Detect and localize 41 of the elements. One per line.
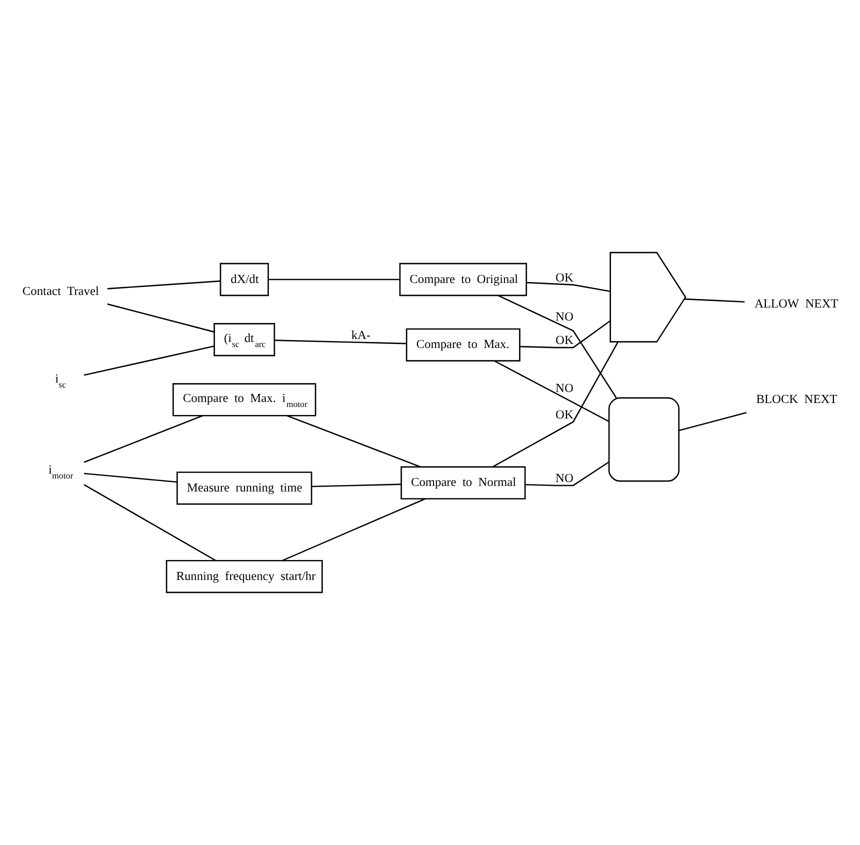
connector: [312, 484, 401, 488]
node-box: Compare to Max. i$_{motor}$: [172, 383, 316, 416]
edge-label: NO: [556, 471, 574, 486]
node-box: Compare to Normal: [400, 466, 526, 500]
connector: [107, 303, 214, 333]
edge-label: OK: [556, 270, 574, 284]
node-text: BLOCK NEXT: [756, 392, 838, 406]
connector: [498, 294, 617, 398]
connector: [84, 415, 204, 463]
edge-label: OK: [556, 333, 574, 348]
connector: [107, 280, 220, 290]
connector: [268, 278, 400, 280]
connector: [274, 340, 406, 344]
connector: [84, 484, 216, 562]
node-box: Measure running time: [176, 472, 312, 505]
node-box: dX/dt: [220, 262, 269, 296]
node-text: i$_{motor}$: [48, 462, 74, 481]
connector: [84, 345, 214, 376]
connector: [492, 342, 619, 468]
connector: [282, 498, 426, 562]
connector: [84, 472, 178, 483]
node-text: ALLOW NEXT: [754, 296, 838, 311]
connector: [678, 412, 746, 432]
node-gate: [610, 252, 686, 342]
node-box: Compare to Original: [399, 262, 528, 296]
node-box: Compare to Max.: [406, 328, 520, 362]
node-gate: [608, 397, 680, 482]
node-text: i$_{sc}$: [55, 372, 66, 390]
connector: [286, 415, 421, 468]
connector: [684, 298, 745, 303]
connector: [494, 360, 610, 422]
node-box: Running frequency start/hr: [166, 560, 323, 594]
connector: [526, 282, 610, 292]
edge-label: NO: [556, 309, 574, 324]
connector: [520, 320, 611, 348]
connector: [525, 461, 610, 486]
edge-label: kA-: [351, 328, 371, 342]
edge-label: NO: [556, 380, 574, 395]
node-text: Contact Travel: [22, 284, 99, 298]
edge-label: OK: [556, 407, 574, 422]
node-box: (i$_{sc}$ dt$_{arc}$: [214, 323, 276, 356]
